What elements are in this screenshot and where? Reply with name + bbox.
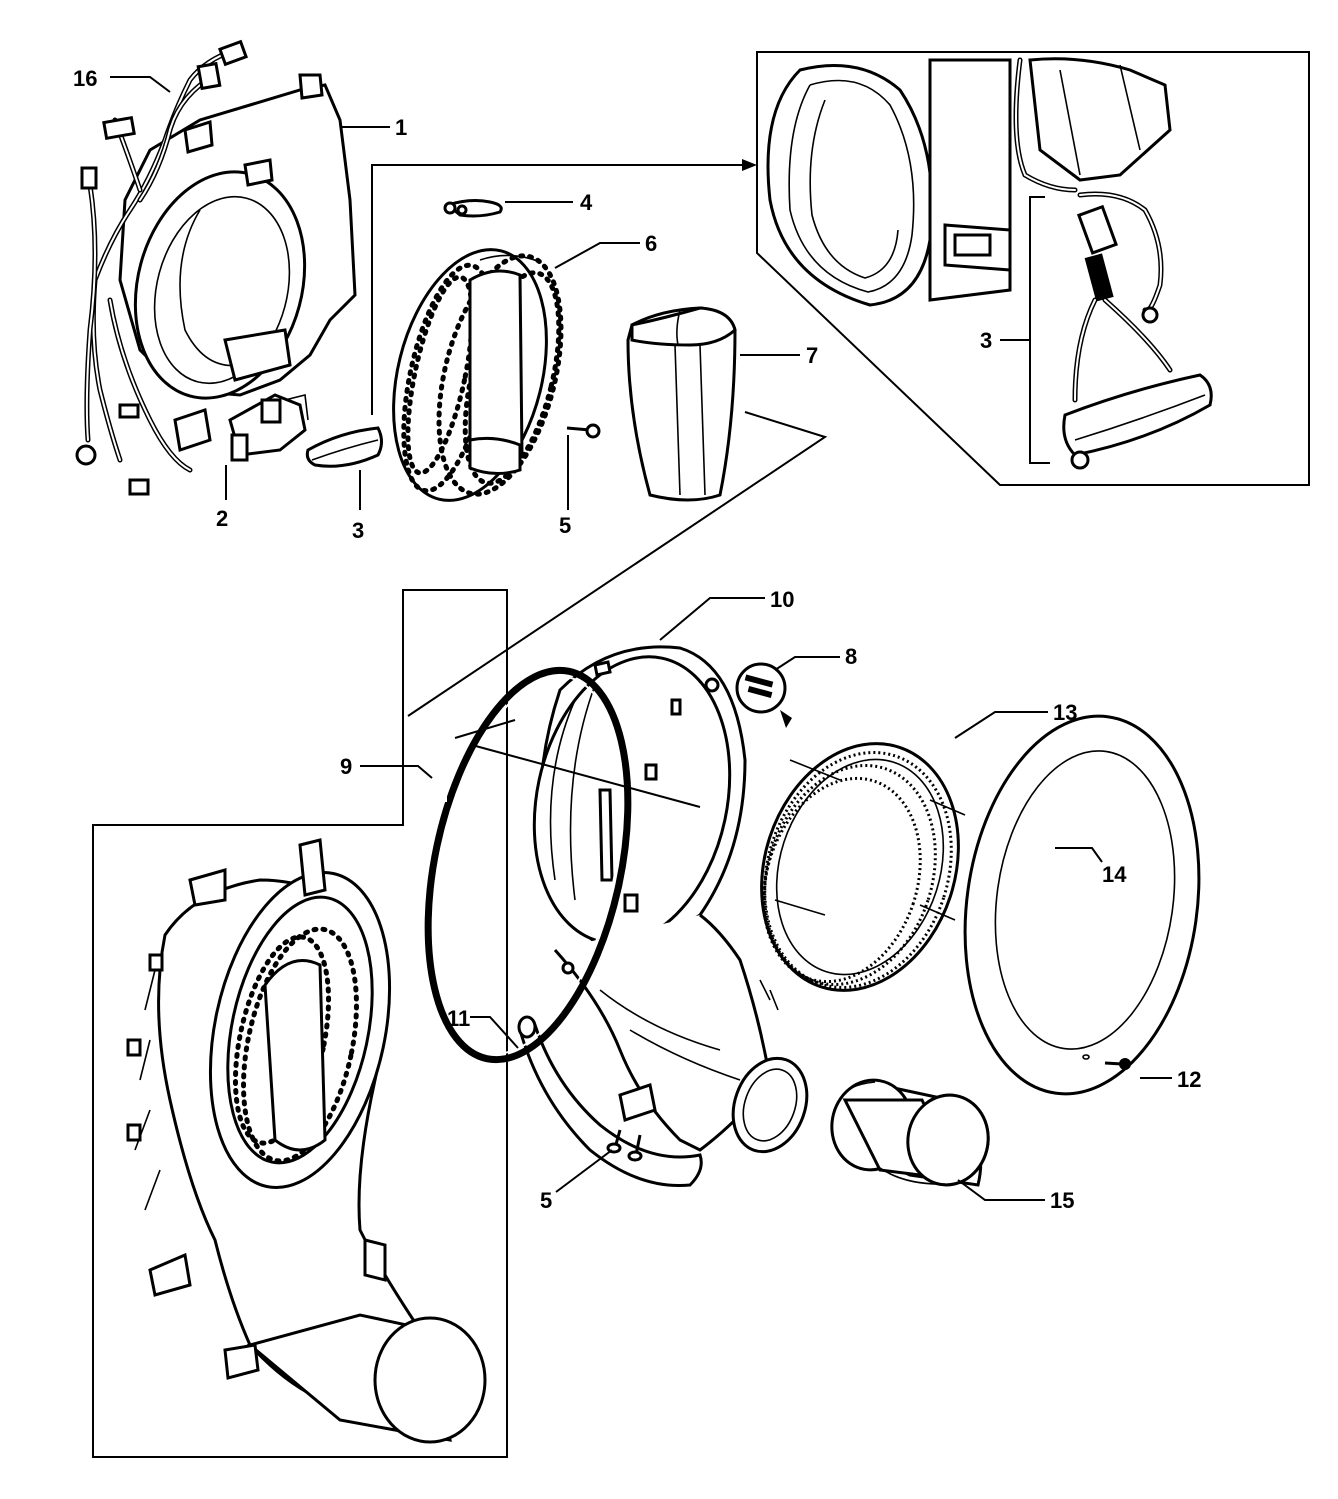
part-wire-harness-16 [75, 39, 248, 496]
callout-13: 13 [1053, 700, 1077, 725]
callout-15: 15 [1050, 1188, 1074, 1213]
part-8-detail [735, 662, 792, 728]
part-4 [443, 199, 503, 218]
callout-4: 4 [580, 190, 593, 215]
callout-2: 2 [216, 506, 228, 531]
assembly-reference-lines [371, 159, 828, 808]
callout-9: 9 [340, 754, 352, 779]
callout-labels: 16 1 4 6 7 2 3 5 3 10 8 13 9 14 11 12 5 … [73, 66, 1201, 1213]
callout-12: 12 [1177, 1067, 1201, 1092]
callout-6: 6 [645, 231, 657, 256]
part-12-screw [1104, 1058, 1131, 1070]
part-15-cylinder [830, 1078, 990, 1187]
callout-14: 14 [1102, 862, 1127, 887]
part-10-bulkhead [532, 645, 809, 1154]
callout-8: 8 [845, 644, 857, 669]
callout-5: 5 [559, 513, 571, 538]
part-2 [228, 393, 309, 462]
callout-1: 1 [395, 115, 407, 140]
callout-11: 11 [447, 1006, 470, 1031]
callout-7: 7 [806, 343, 818, 368]
callout-5-lower: 5 [540, 1188, 552, 1213]
part-3-clip [305, 426, 383, 468]
callout-3: 3 [352, 518, 364, 543]
part-5-screw [566, 423, 601, 439]
part-7-filter [626, 306, 737, 502]
part-housing-1 [118, 73, 357, 400]
callout-16: 16 [73, 66, 97, 91]
part-6-filter-housing [392, 248, 564, 502]
part-13-screen-ring [760, 742, 966, 992]
part-9-gasket [424, 666, 632, 1064]
callout-3-inset: 3 [980, 328, 992, 353]
callout-10: 10 [770, 587, 794, 612]
detail-inset-top-right [756, 51, 1310, 486]
detail-inset-bottom-left [92, 589, 508, 1458]
part-14-panel [963, 714, 1201, 1096]
callout-leaders [110, 76, 1172, 1201]
